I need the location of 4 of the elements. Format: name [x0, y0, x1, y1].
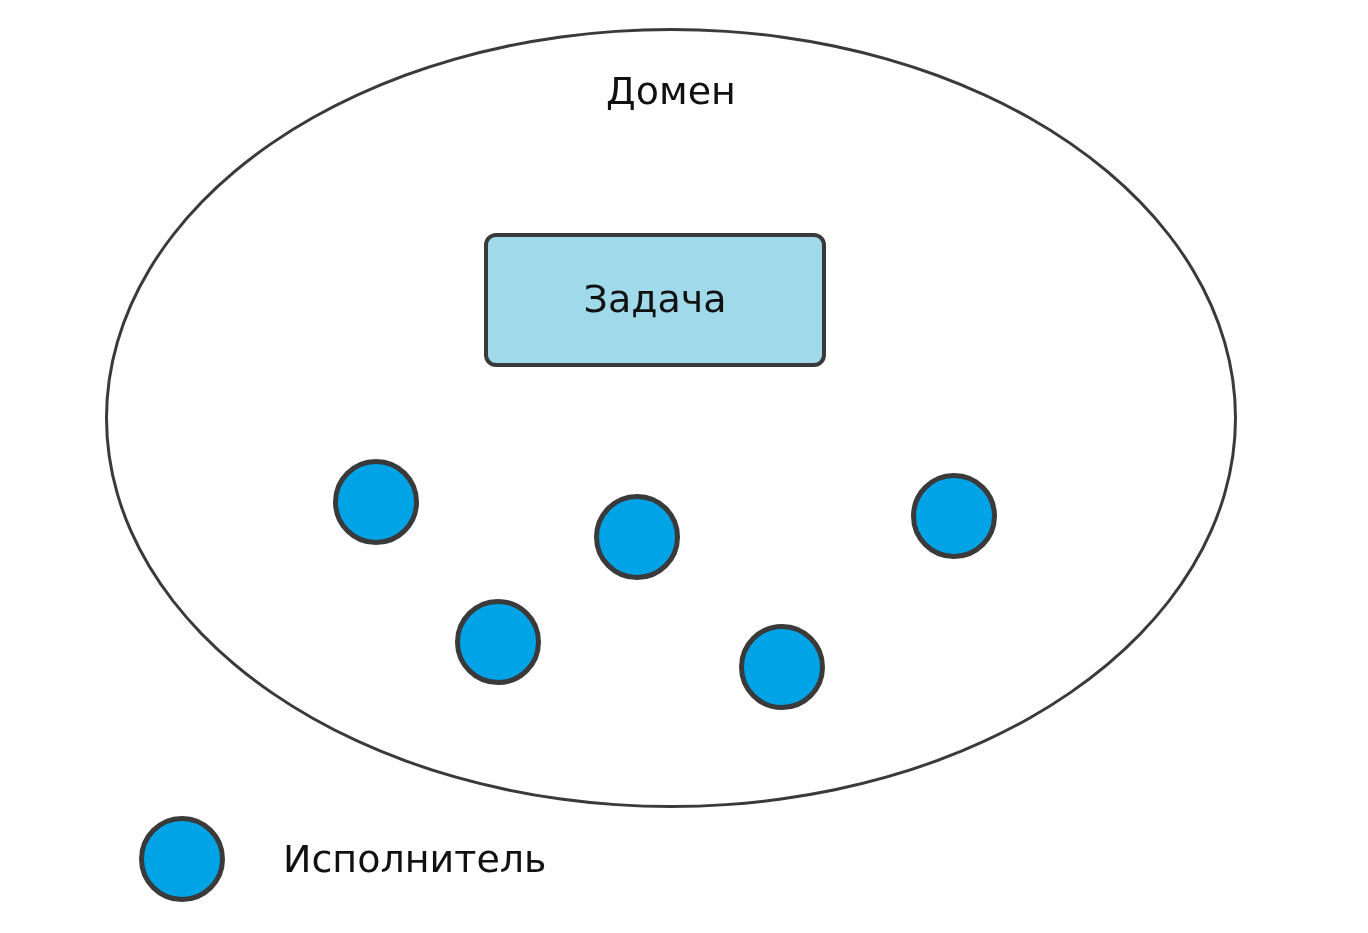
task-box [484, 233, 826, 367]
domain-title: Домен [606, 69, 736, 113]
task-label: Задача [583, 277, 727, 321]
legend-label: Исполнитель [283, 837, 547, 881]
